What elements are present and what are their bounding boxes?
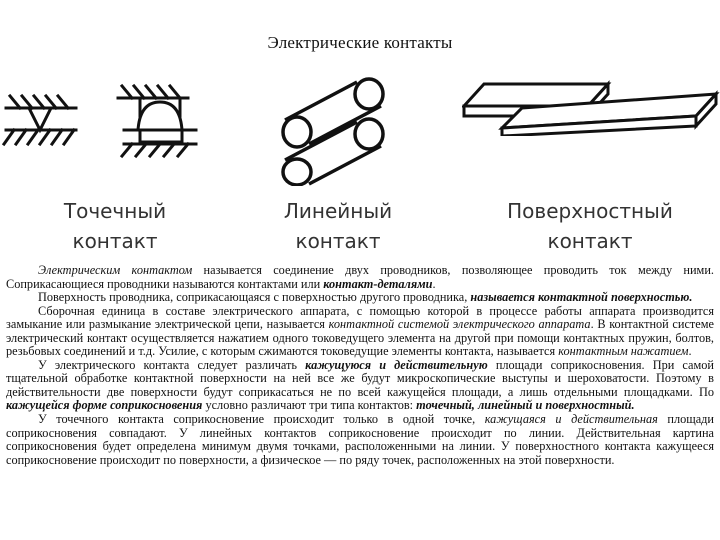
paragraph-contact-types: У точечного контакта соприкосновение про…	[6, 412, 714, 467]
point-contact-label-line2: контакт	[72, 229, 158, 253]
line-contact-diagram	[275, 74, 395, 186]
paragraph-text: площади соприкосновения совпадают. У лин…	[6, 412, 714, 467]
paragraph-text: .	[688, 344, 692, 359]
paragraph-text: У электрического контакта следует различ…	[38, 357, 306, 372]
paragraph-text: . В контактной системе электрический кон…	[6, 317, 714, 359]
paragraph-text: условно различают три типа контактов:	[202, 398, 417, 413]
line-contact-drawing	[281, 77, 385, 186]
surface-contact-diagram	[462, 76, 720, 136]
paragraph-contact-areas: У электрического контакта следует различ…	[6, 357, 715, 413]
point-contact-diagram	[0, 80, 200, 160]
term-apparent-actual: кажущуюся и действительную	[305, 357, 488, 372]
term-contact-pressure: контактным нажатием	[558, 344, 689, 359]
term-electric-contact: Электрическим контактом	[38, 263, 193, 277]
body-text: Электрическим контактом называется соеди…	[6, 263, 715, 467]
paragraph-text: .	[432, 276, 436, 291]
paragraph-definition: Электрическим контактом называется соеди…	[6, 263, 714, 291]
paragraph-contact-system: Сборочная единица в составе электрическо…	[6, 303, 714, 359]
point-contact-label: Точечный контакт	[35, 196, 195, 256]
surface-contact-label-line1: Поверхностный	[507, 199, 673, 223]
line-contact-label: Линейный контакт	[258, 196, 418, 256]
term-contact-surface: называется контактной поверхностью.	[470, 290, 693, 305]
term-contact-system: контактной системой электрического аппар…	[328, 317, 591, 332]
paragraph-text: Сборочная единица в составе электрическо…	[6, 303, 714, 332]
page-title: Электрические контакты	[267, 33, 453, 52]
paragraph-text: Поверхность проводника, соприкасающаяся …	[38, 290, 471, 305]
surface-contact-label: Поверхностный контакт	[480, 196, 700, 256]
paragraph-contact-surface: Поверхность проводника, соприкасающаяся …	[6, 290, 714, 305]
paragraph-text: площади соприкосновения. При самой тщате…	[6, 357, 715, 399]
term-contact-types: точечный, линейный и поверхностный.	[416, 398, 635, 413]
paragraph-text: называется соединение двух проводников, …	[6, 263, 714, 291]
surface-contact-drawing	[462, 80, 720, 136]
line-contact-label-line2: контакт	[295, 229, 381, 253]
point-contact-label-line1: Точечный	[63, 199, 167, 223]
term-apparent-form: кажущейся форме соприкосновения	[6, 398, 203, 413]
term-contact-parts: контакт-деталями	[323, 276, 433, 291]
line-contact-label-line1: Линейный	[283, 199, 393, 223]
term-apparent-actual-2: кажущаяся и действительная	[484, 412, 658, 427]
surface-contact-label-line2: контакт	[547, 229, 633, 253]
point-contact-drawing	[1, 83, 198, 159]
paragraph-text: У точечного контакта соприкосновение про…	[38, 412, 485, 427]
